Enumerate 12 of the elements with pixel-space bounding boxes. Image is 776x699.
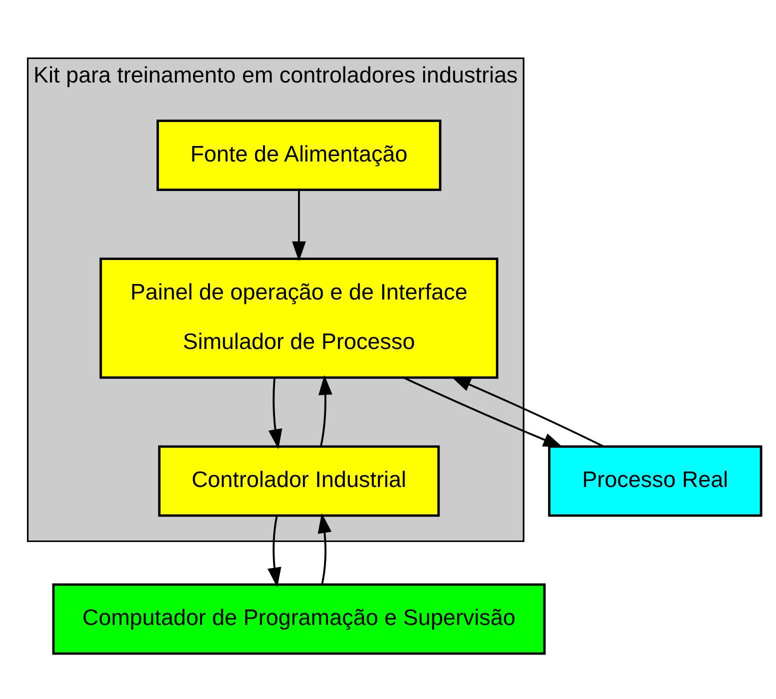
arrow [292,190,306,262]
node-box: Painel de operação e de Interface Simulador de Processo [100,258,498,379]
arrow [268,516,282,588]
arrow [403,376,564,448]
node-box: Computador de Programação e Supervisão [52,583,546,655]
node-box: Processo Real [548,445,762,517]
arrow [450,376,604,448]
node-box: Controlador Industrial [158,445,440,517]
arrow [268,378,282,450]
arrow [318,374,332,446]
node-box: Fonte de Alimentação [156,120,442,192]
arrow [318,513,332,585]
